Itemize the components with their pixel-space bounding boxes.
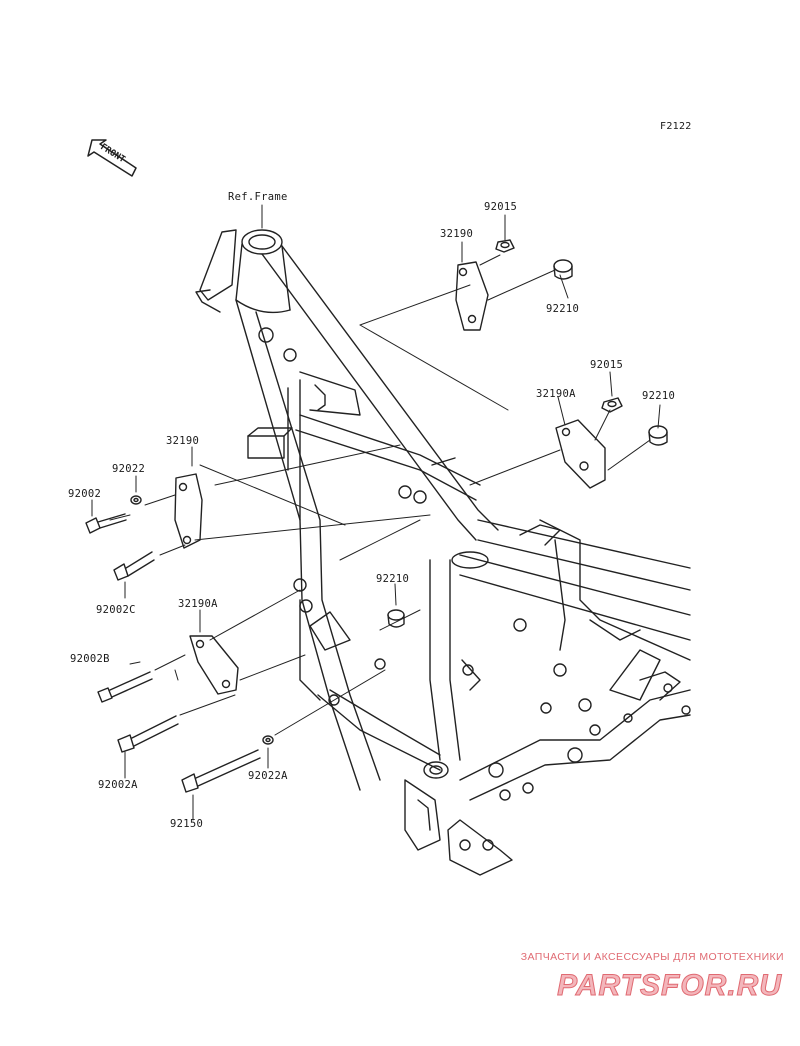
bolt-92002 <box>85 513 127 534</box>
watermark-logo: PARTSFOR.RU <box>557 969 782 1003</box>
part-label-92022: 92022 <box>112 463 146 475</box>
part-label-32190A-left: 32190A <box>178 598 218 610</box>
watermark-tagline: ЗАПЧАСТИ И АКСЕССУАРЫ ДЛЯ МОТОТЕХНИКИ <box>520 951 784 963</box>
part-label-92015-mid: 92015 <box>590 359 624 371</box>
rubber-92210-upper <box>553 259 573 280</box>
bracket-32190-left <box>174 473 203 549</box>
part-label-32190-top: 32190 <box>440 228 474 240</box>
svg-text:PARTSFOR.RU: PARTSFOR.RU <box>557 969 782 1002</box>
rubber-92210-right <box>648 425 668 446</box>
bracket-32190A-left <box>189 635 239 695</box>
nut-92015-upper <box>495 239 515 253</box>
washer-92022A <box>262 735 274 745</box>
part-label-92022A: 92022A <box>248 770 288 782</box>
leader-lines <box>91 204 661 821</box>
part-label-92002B: 92002B <box>70 653 110 665</box>
figure-id: F2122 <box>660 121 692 132</box>
part-label-92002A: 92002A <box>98 779 138 791</box>
frame-body <box>195 229 691 876</box>
part-label-92002C: 92002C <box>96 604 136 616</box>
rubber-92210-center <box>387 609 405 628</box>
washer-92022 <box>130 495 142 505</box>
part-label-32190-left: 32190 <box>166 435 200 447</box>
bracket-32190A-right <box>555 419 606 489</box>
front-arrow-icon: FRONT <box>87 139 137 177</box>
nut-92015-mid <box>601 397 623 413</box>
part-label-92210-top: 92210 <box>546 303 580 315</box>
bolt-92002B <box>97 671 153 703</box>
bolt-92002A <box>117 715 179 753</box>
bolt-92150 <box>181 749 261 793</box>
part-label-92150: 92150 <box>170 818 204 830</box>
part-label-32190A-right: 32190A <box>536 388 576 400</box>
part-label-92210-center: 92210 <box>376 573 410 585</box>
part-label-92002: 92002 <box>68 488 102 500</box>
bolt-92002C <box>113 551 155 581</box>
ref-frame-label: Ref.Frame <box>228 191 288 203</box>
part-label-92210-right: 92210 <box>642 390 676 402</box>
part-label-92015-top: 92015 <box>484 201 518 213</box>
bracket-32190-upper <box>455 261 489 331</box>
